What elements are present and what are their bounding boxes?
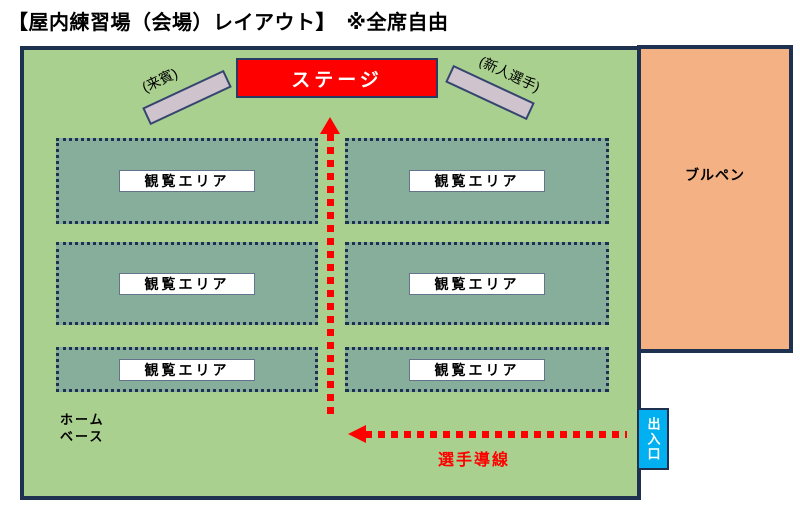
arrow-up-icon [320, 117, 340, 134]
bullpen-area: ブルペン [637, 45, 793, 353]
viewing-area-label: 観覧エリア [409, 170, 545, 192]
bullpen-label: ブルペン [685, 167, 745, 183]
page-title: 【屋内練習場（会場）レイアウト】 ※全席自由 [8, 12, 449, 34]
viewing-area-row2-right: 観覧エリア [345, 242, 609, 325]
player-flow-vertical-dotted-line [327, 134, 334, 420]
home-base-label: ホーム ベース [60, 411, 105, 445]
player-flow-label: 選手導線 [438, 452, 511, 469]
viewing-area-row1-right: 観覧エリア [345, 138, 609, 224]
entrance-exit-box: 出入口 [637, 408, 669, 470]
home-base-line2: ベース [60, 429, 105, 444]
viewing-area-row2-left: 観覧エリア [56, 242, 318, 325]
viewing-area-row1-left: 観覧エリア [56, 138, 318, 224]
viewing-area-label: 観覧エリア [409, 358, 545, 381]
stage-label: ステージ [291, 69, 383, 91]
home-base-line1: ホーム [60, 412, 105, 427]
viewing-area-row3-right: 観覧エリア [345, 347, 609, 392]
arrow-left-icon [348, 425, 366, 443]
viewing-area-label: 観覧エリア [119, 170, 255, 192]
viewing-area-label: 観覧エリア [409, 272, 545, 295]
viewing-area-label: 観覧エリア [119, 272, 255, 295]
player-flow-horizontal-dotted-line [365, 431, 627, 438]
viewing-area-row3-left: 観覧エリア [56, 347, 318, 392]
viewing-area-label: 観覧エリア [119, 358, 255, 381]
stage-box: ステージ [236, 58, 438, 98]
